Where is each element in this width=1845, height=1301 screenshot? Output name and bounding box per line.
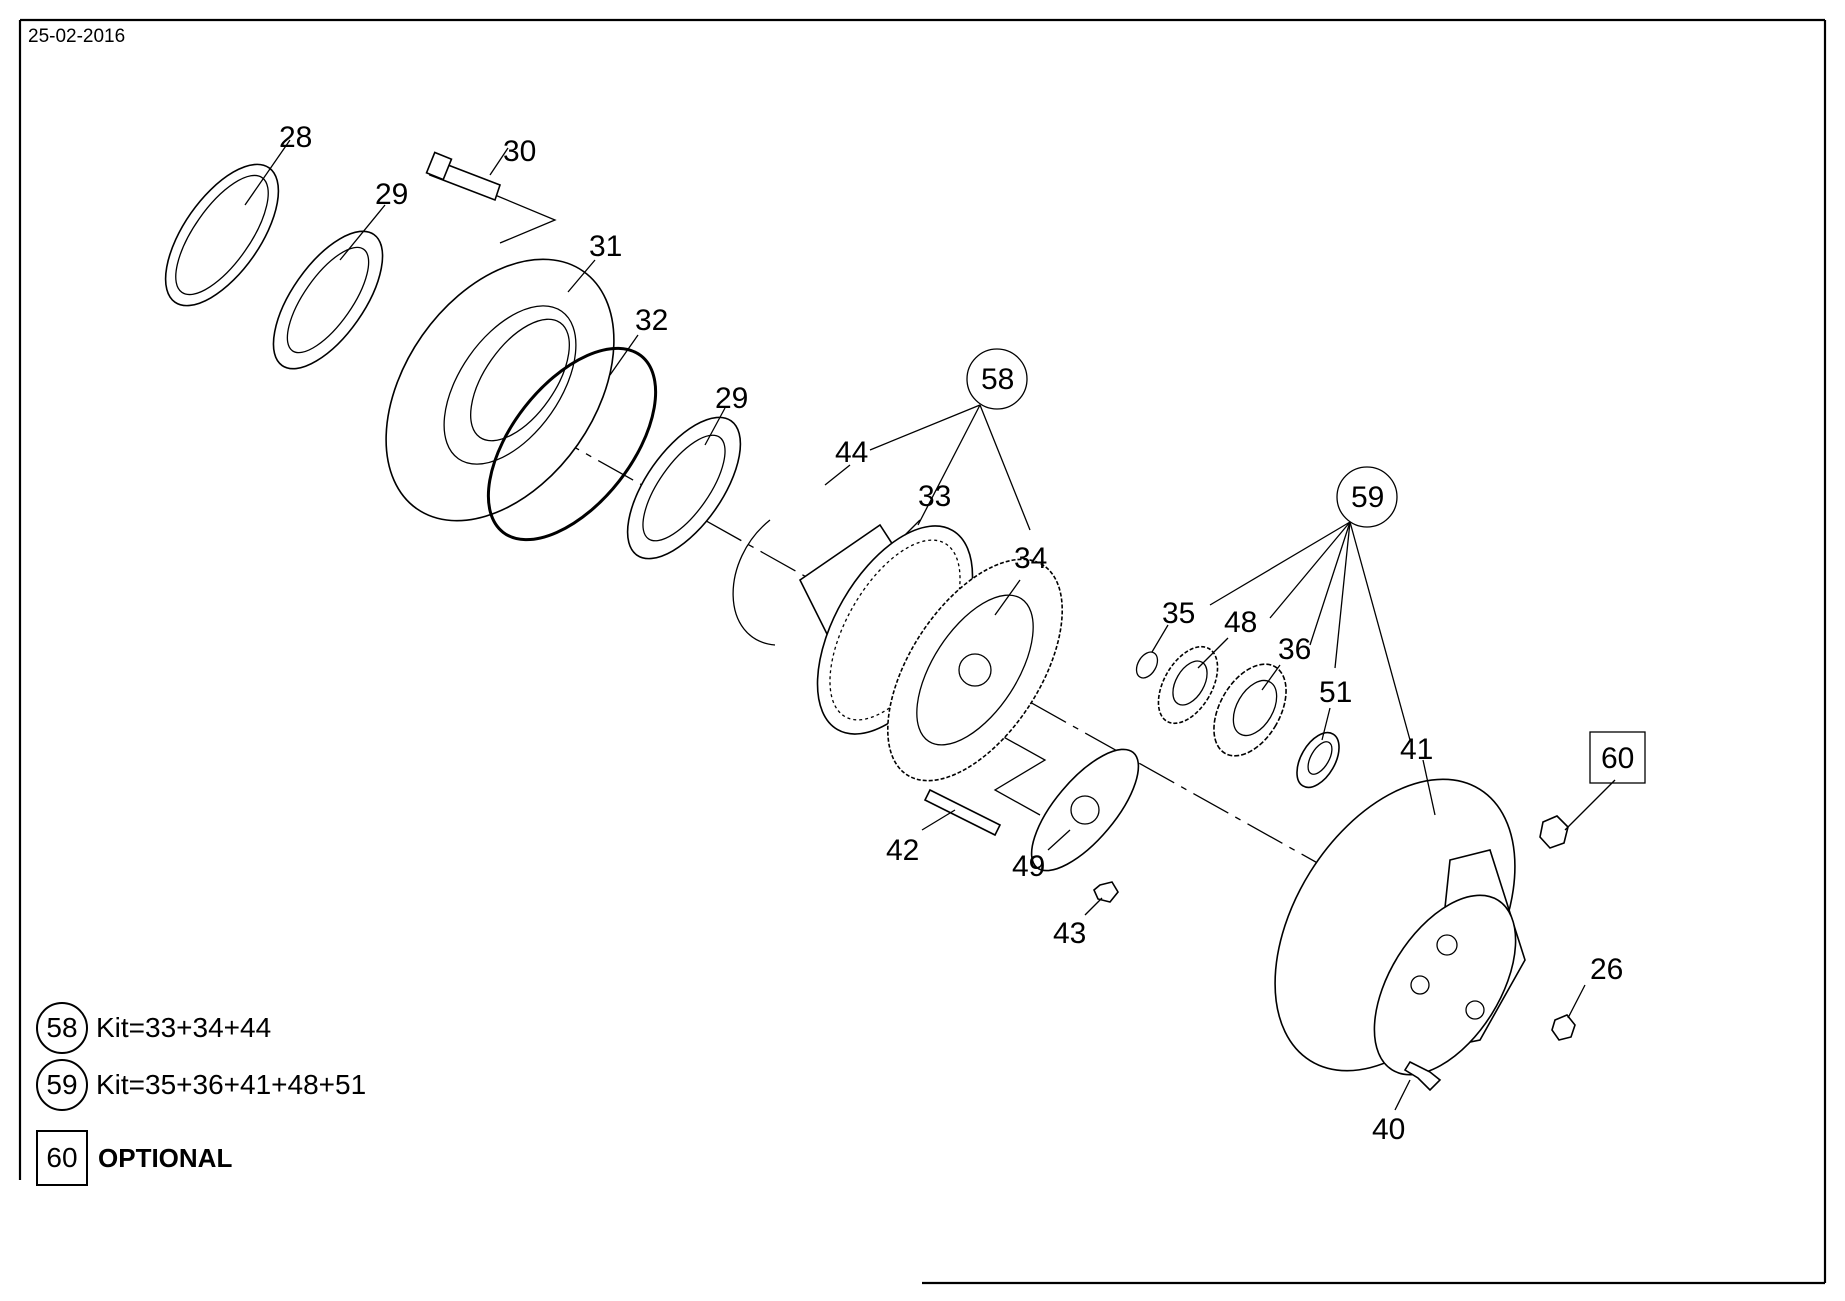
pin-42 [923,788,1002,837]
nut-60 [1539,815,1569,849]
bearing-29a [272,230,384,370]
gear-48 [1157,645,1219,725]
callout-59: 59 [1351,481,1384,514]
callout-32: 32 [635,304,668,337]
seal-ring-28 [164,163,280,307]
drawing-frame [18,18,1827,1285]
o-ring-32 [486,346,658,542]
callout-29b: 29 [715,382,748,415]
callout-33: 33 [918,480,951,513]
callout-40: 40 [1372,1113,1405,1146]
screw-40 [1403,1060,1442,1092]
callout-42: 42 [886,834,919,867]
callout-26: 26 [1590,953,1623,986]
callout-51: 51 [1319,676,1352,709]
callout-48: 48 [1224,606,1257,639]
legend-kit-58-number: 58 [36,1002,88,1054]
gear-36 [1213,663,1287,757]
callout-31: 31 [589,230,622,263]
stud-bolt-30 [425,151,502,202]
callout-41: 41 [1400,733,1433,766]
legend-kit-58-text: Kit=33+34+44 [96,1012,272,1043]
callout-34: 34 [1014,542,1047,575]
legend-kit-59-number: 59 [36,1059,88,1111]
legend-optional-60: 60 OPTIONAL [36,1130,232,1186]
callout-28: 28 [279,121,312,154]
optional-60-box [1589,731,1646,784]
legend-kit-59-text: Kit=35+36+41+48+51 [96,1069,367,1100]
snap-ring-35 [1135,651,1159,679]
plug-26 [1551,1014,1576,1041]
circlip-44 [732,519,776,646]
callout-29a: 29 [375,178,408,211]
callout-30: 30 [503,135,536,168]
wheel-hub-31 [385,258,615,522]
kit-58-circle [966,348,1028,410]
callout-36: 36 [1278,633,1311,666]
drawing-date: 25-02-2016 [28,26,126,47]
carrier-gear-34 [886,558,1064,782]
legend-kit-58: 58 Kit=33+34+44 [36,1002,271,1054]
nut-43 [1093,881,1119,903]
legend-optional-60-number: 60 [36,1130,88,1186]
bearing-51 [1296,731,1340,789]
leader-lines [244,139,1616,1111]
callout-43: 43 [1053,917,1086,950]
callout-60: 60 [1601,742,1634,775]
callout-58: 58 [981,363,1014,396]
bearing-29b [626,416,742,560]
legend-kit-59: 59 Kit=35+36+41+48+51 [36,1059,366,1111]
callout-44: 44 [835,436,868,469]
kit-59-circle [1336,466,1398,528]
legend-optional-60-text: OPTIONAL [98,1142,233,1173]
callout-35: 35 [1162,597,1195,630]
housing-41 [1274,778,1526,1076]
callout-49: 49 [1012,850,1045,883]
